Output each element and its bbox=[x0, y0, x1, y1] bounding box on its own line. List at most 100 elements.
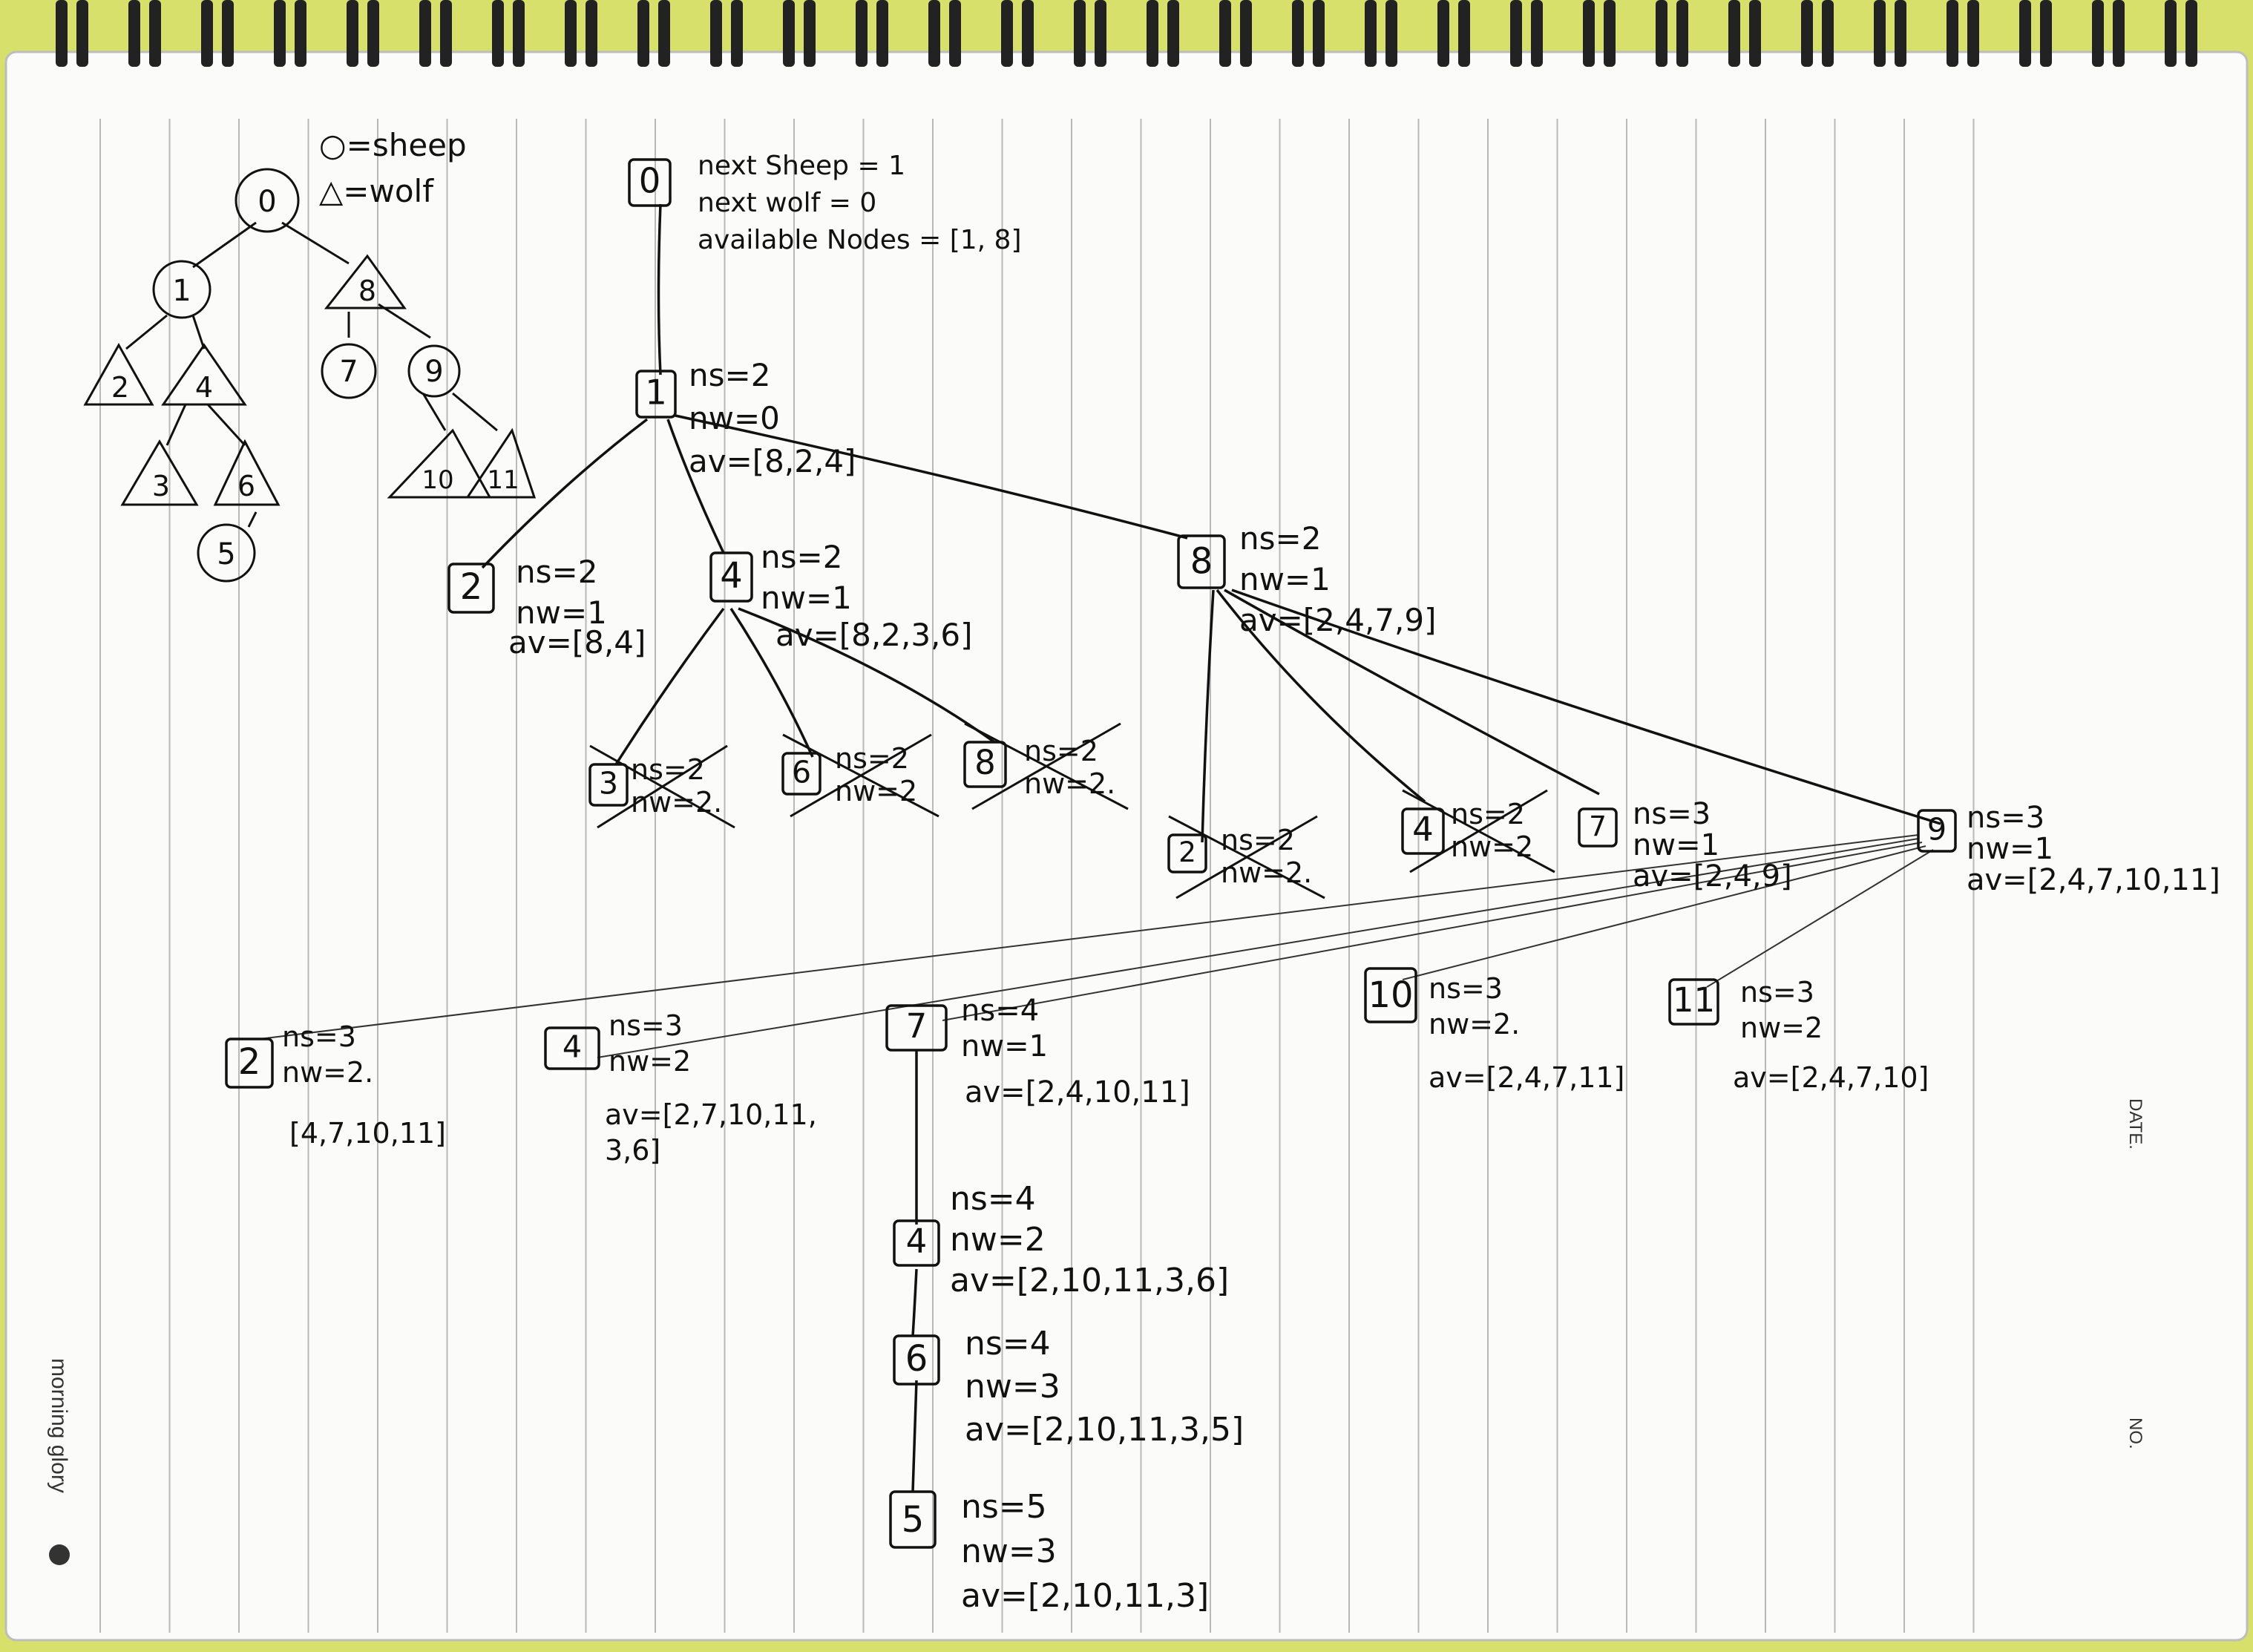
spiral-ring bbox=[367, 0, 379, 67]
node-state-line: ns=4 bbox=[965, 1325, 1051, 1363]
spiral-ring bbox=[1240, 0, 1252, 67]
spiral-ring bbox=[1385, 0, 1397, 67]
node-id-label: 3 bbox=[599, 766, 618, 802]
spiral-ring bbox=[2092, 0, 2104, 67]
spiral-ring bbox=[1167, 0, 1179, 67]
node-id-label: 4 bbox=[720, 555, 743, 597]
node-state-line: ns=3 bbox=[1967, 801, 2044, 835]
spiral-ring bbox=[513, 0, 525, 67]
node-state-line: av=[8,2,4] bbox=[689, 443, 856, 479]
node-state-line: ns=4 bbox=[950, 1180, 1036, 1218]
node-state-line: nw=2 bbox=[609, 1045, 691, 1078]
node-state-line: ns=2 bbox=[1239, 520, 1321, 557]
node-state-line: nw=0 bbox=[689, 400, 780, 436]
node-state-line: 3,6] bbox=[605, 1134, 660, 1167]
node-state-line: nw=3 bbox=[965, 1368, 1060, 1406]
node-state-line: ns=5 bbox=[961, 1488, 1047, 1526]
node-id-label: 4 bbox=[563, 1029, 582, 1065]
spiral-ring bbox=[201, 0, 213, 67]
spiral-ring bbox=[856, 0, 868, 67]
node-state-line: nw=1 bbox=[1967, 832, 2053, 866]
date-label: DATE. bbox=[2125, 1098, 2145, 1150]
node-id-label: 2 bbox=[238, 1041, 261, 1083]
node-state-line: nw=1 bbox=[761, 580, 852, 616]
node-state-line: ns=3 bbox=[282, 1020, 356, 1053]
wolf-node-6: 6 bbox=[237, 470, 255, 502]
spiral-ring bbox=[928, 0, 940, 67]
spiral-ring bbox=[1022, 0, 1034, 67]
node-state-line: nw=2. bbox=[282, 1056, 373, 1089]
spiral-ring bbox=[1458, 0, 1470, 67]
spiral-ring bbox=[1219, 0, 1231, 67]
node-id-label: 8 bbox=[1190, 540, 1213, 582]
spiral-ring bbox=[128, 0, 140, 67]
spiral-ring bbox=[1728, 0, 1740, 67]
spiral-ring bbox=[565, 0, 577, 67]
legend-wolf: △=wolf bbox=[319, 173, 434, 209]
sheep-node-9: 9 bbox=[424, 355, 443, 389]
sheep-node-7: 7 bbox=[339, 355, 358, 389]
spiral-ring bbox=[2165, 0, 2177, 67]
node-state-line: ns=3 bbox=[609, 1009, 683, 1042]
spiral-ring bbox=[440, 0, 452, 67]
brand-text: morning glory bbox=[47, 1358, 71, 1493]
node-state-line: ns=4 bbox=[961, 994, 1039, 1028]
node-state-line: nw=2 bbox=[950, 1221, 1046, 1259]
node-state-line: av=[2,4,7,10,11] bbox=[1967, 863, 2220, 897]
spiral-ring bbox=[876, 0, 888, 67]
spiral-ring bbox=[492, 0, 504, 67]
notebook-paper bbox=[6, 52, 2247, 1640]
spiral-ring bbox=[76, 0, 88, 67]
node-state-line: ns=2 bbox=[631, 753, 705, 786]
node-id-label: 0 bbox=[639, 161, 661, 201]
node-state-line: ns=2 bbox=[516, 554, 597, 590]
node-id-label: 10 bbox=[1368, 974, 1413, 1016]
sheep-node-1: 1 bbox=[172, 274, 191, 308]
node-id-label: 9 bbox=[1927, 812, 1947, 848]
wolf-node-11: 11 bbox=[487, 465, 519, 495]
node-state-line: nw=1 bbox=[1633, 828, 1719, 862]
spiral-ring bbox=[2019, 0, 2031, 67]
spiral-ring bbox=[2113, 0, 2125, 67]
node-id-label: 7 bbox=[1589, 810, 1607, 842]
node-id-label: 5 bbox=[902, 1499, 925, 1541]
node-state-line: ns=2 bbox=[1024, 735, 1098, 767]
node-state-line: nw=2. bbox=[1429, 1008, 1520, 1040]
node-id-label: 8 bbox=[974, 743, 996, 782]
node-id-label: 11 bbox=[1673, 980, 1715, 1020]
spiral-ring bbox=[1895, 0, 1906, 67]
node-state-line: ns=3 bbox=[1740, 976, 1814, 1009]
node-state-line: nw=3 bbox=[961, 1533, 1057, 1570]
no-label: NO. bbox=[2125, 1417, 2145, 1449]
node-id-label: 1 bbox=[645, 373, 667, 413]
spiral-ring bbox=[586, 0, 597, 67]
spiral-ring bbox=[1967, 0, 1979, 67]
node-id-label: 6 bbox=[905, 1338, 928, 1380]
node-state-line: av=[8,4] bbox=[508, 624, 646, 661]
spiral-ring bbox=[1313, 0, 1325, 67]
node-id-label: 2 bbox=[1178, 836, 1196, 868]
spiral-ring bbox=[2185, 0, 2197, 67]
spiral-ring bbox=[1510, 0, 1522, 67]
wolf-node-3: 3 bbox=[152, 470, 170, 502]
node-state-line: nw=2 bbox=[835, 775, 917, 807]
spiral-ring bbox=[710, 0, 722, 67]
spiral-ring bbox=[1074, 0, 1086, 67]
spiral-ring bbox=[658, 0, 670, 67]
node-state-line: ns=3 bbox=[1429, 972, 1503, 1005]
spiral-ring bbox=[783, 0, 795, 67]
node-state-line: nw=1 bbox=[961, 1029, 1048, 1063]
spiral-ring bbox=[1801, 0, 1813, 67]
node-state-line: next wolf = 0 bbox=[698, 188, 876, 218]
node-state-line: nw=1 bbox=[1239, 561, 1331, 597]
node-state-line: nw=2 bbox=[1451, 830, 1533, 863]
node-id-label: 2 bbox=[460, 566, 483, 608]
spiral-ring bbox=[1874, 0, 1886, 67]
sheep-node-0: 0 bbox=[258, 185, 276, 219]
wolf-node-10: 10 bbox=[422, 465, 453, 495]
spiral-ring bbox=[295, 0, 306, 67]
spiral-ring bbox=[1656, 0, 1667, 67]
node-state-line: av=[2,10,11,3,6] bbox=[950, 1262, 1229, 1299]
spiral-ring bbox=[1676, 0, 1688, 67]
